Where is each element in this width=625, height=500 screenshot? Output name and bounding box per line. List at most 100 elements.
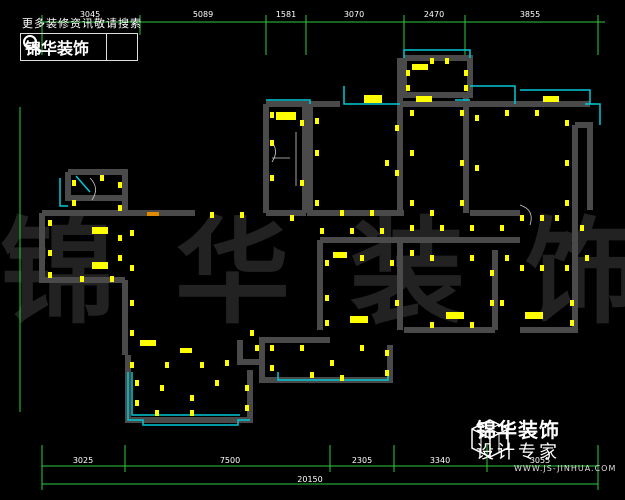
light-marker [470,225,474,231]
light-marker [540,215,544,221]
light-marker [315,200,319,206]
light-marker [118,205,122,211]
light-marker [165,362,169,368]
light-marker [470,255,474,261]
light-marker [490,270,494,276]
light-marker [48,220,52,226]
light-marker [245,385,249,391]
light-marker [520,265,524,271]
promo-notice: 更多装修资讯敬请搜索 [22,17,142,30]
logo-search-box[interactable]: 锦华装饰 [20,33,138,61]
light-marker [330,360,334,366]
light-marker [410,110,414,116]
light-marker [350,228,354,234]
light-marker [160,385,164,391]
light-marker [410,225,414,231]
light-marker [130,362,134,368]
light-marker [385,350,389,356]
light-marker [410,250,414,256]
bottom-dim-4: 3340 [430,456,450,465]
light-marker [570,320,574,326]
light-marker [315,150,319,156]
light-marker [395,125,399,131]
light-marker [505,110,509,116]
light-marker [100,175,104,181]
light-marker [190,395,194,401]
light-marker [385,160,389,166]
light-markers [48,58,589,416]
light-marker [80,276,84,282]
light-marker [500,300,504,306]
light-marker [240,212,244,218]
light-marker [270,345,274,351]
top-dim-1: 3045 [80,10,100,19]
light-marker [565,200,569,206]
light-marker [475,165,479,171]
light-marker [72,180,76,186]
walls [39,55,593,423]
light-marker [48,250,52,256]
light-marker [464,85,468,91]
light-marker [570,300,574,306]
light-marker [500,225,504,231]
brand-url[interactable]: WWW.JS-JINHUA.COM [514,464,617,473]
light-marker [460,160,464,166]
light-marker [460,110,464,116]
top-dim-2: 5089 [193,10,213,19]
bottom-dim-1: 3025 [73,456,93,465]
light-marker [470,322,474,328]
light-marker [130,300,134,306]
light-marker [325,260,329,266]
light-marker [48,272,52,278]
light-marker [340,375,344,381]
light-marker [395,300,399,306]
top-dim-5: 2470 [424,10,444,19]
light-marker [315,118,319,124]
light-marker [245,405,249,411]
light-marker [215,380,219,386]
bottom-dim-total: 20150 [297,475,322,484]
light-marker [118,255,122,261]
door-marker [147,212,159,216]
light-marker [130,265,134,271]
window-outlines [59,49,601,426]
bottom-dim-2: 7500 [220,456,240,465]
light-marker [325,320,329,326]
light-marker [130,330,134,336]
light-marker [325,295,329,301]
top-dim-3: 1581 [276,10,296,19]
light-marker [255,345,259,351]
light-marker [210,212,214,218]
brand-slogan: 设计专家 [476,442,560,463]
light-marker [135,380,139,386]
light-marker [464,70,468,76]
cube-logo-icon [471,419,509,458]
light-marker [460,200,464,206]
light-marker [72,200,76,206]
light-marker [360,255,364,261]
light-marker [118,235,122,241]
light-marker [535,110,539,116]
bottom-dim-5: 3055 [530,456,550,465]
light-marker [430,322,434,328]
light-marker [190,410,194,416]
light-marker [390,260,394,266]
light-marker [300,345,304,351]
light-marker [430,255,434,261]
light-marker [135,400,139,406]
light-marker [118,182,122,188]
light-marker [440,225,444,231]
light-marker [270,112,274,118]
light-marker [270,175,274,181]
light-marker [430,58,434,64]
light-marker [130,230,134,236]
light-marker [360,345,364,351]
search-icon[interactable] [23,34,137,60]
light-marker [320,228,324,234]
light-marker [270,365,274,371]
light-marker [410,200,414,206]
light-marker [385,370,389,376]
light-marker [300,120,304,126]
